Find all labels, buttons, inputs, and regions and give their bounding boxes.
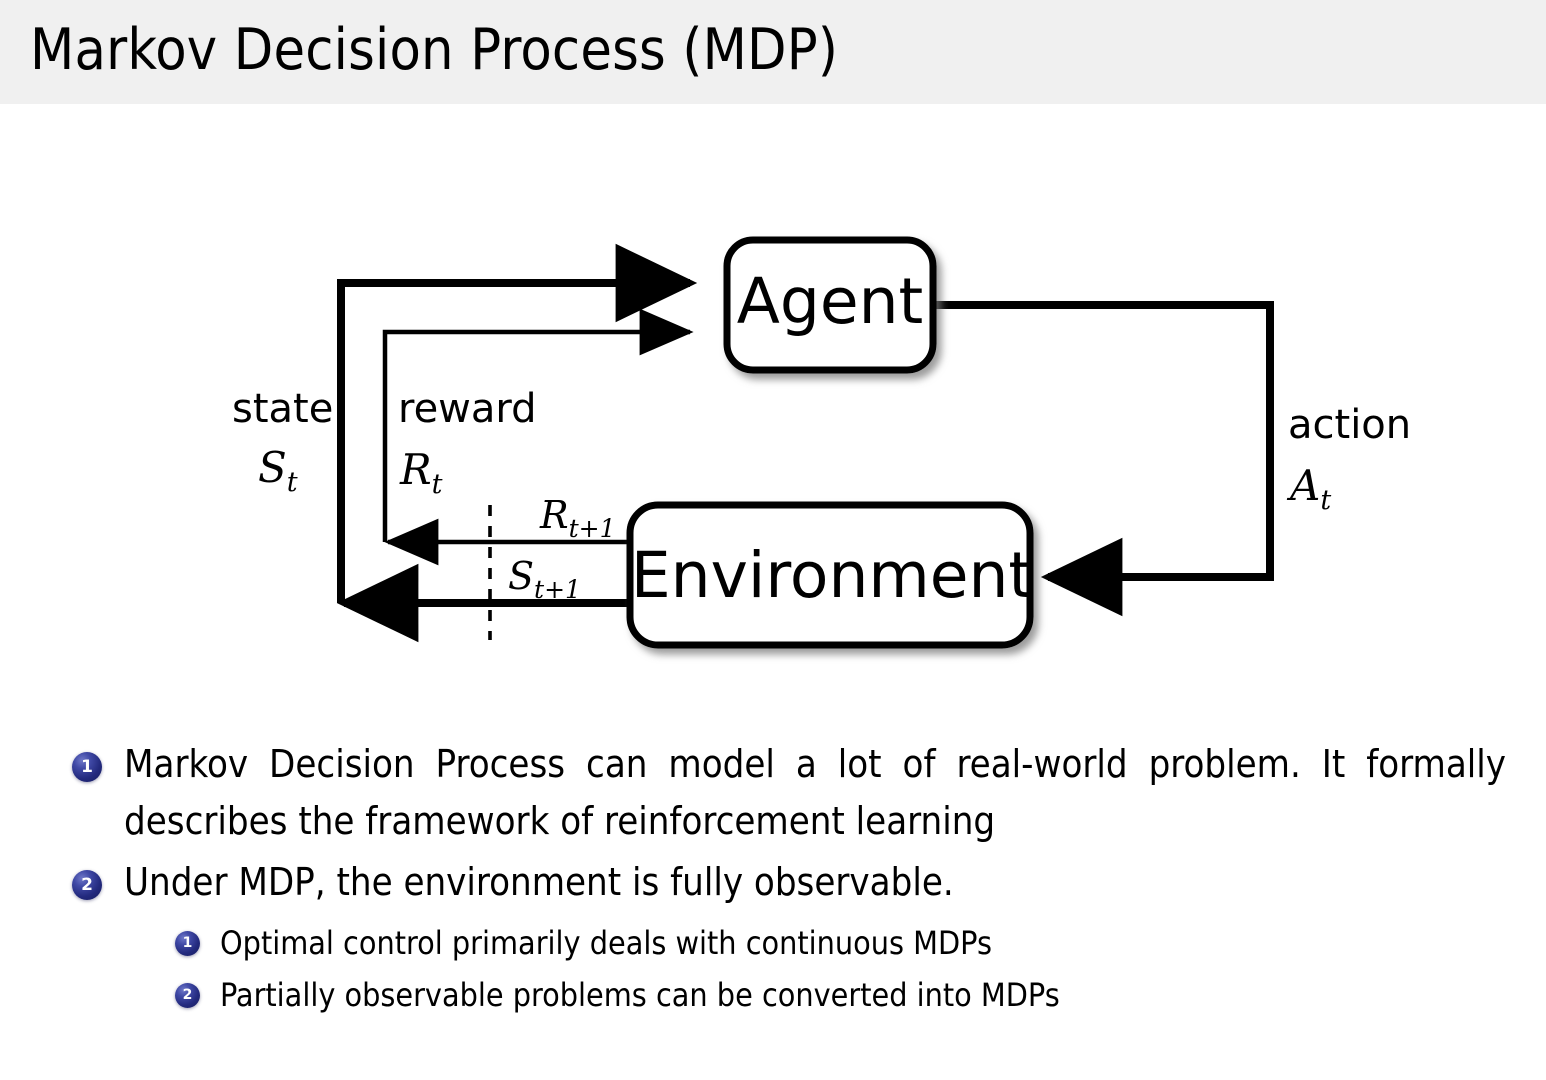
mdp-diagram: Agent Environment state St reward Rt act… (0, 110, 1546, 690)
list-item[interactable]: 2 Under MDP, the environment is fully ob… (72, 854, 1546, 911)
label-action: action At (1286, 402, 1411, 516)
sub-list-item-text: Partially observable problems can be con… (220, 976, 1060, 1014)
action-symbol-label: At (1286, 461, 1331, 516)
bullet-number-badge: 2 (72, 870, 102, 900)
page-title: Markov Decision Process (MDP) (30, 17, 839, 83)
sub-bullet-number-badge: 1 (175, 931, 200, 956)
state-path-to-agent (337, 243, 698, 603)
label-state: state St (232, 386, 333, 498)
list-item-text: Under MDP, the environment is fully obse… (124, 860, 954, 904)
edge-action-loop (932, 301, 1274, 617)
sub-list-item-text: Optimal control primarily deals with con… (220, 924, 992, 962)
action-word-label: action (1288, 402, 1411, 448)
action-path-to-environment (932, 301, 1274, 617)
state-symbol-label: St (258, 443, 298, 498)
environment-node: Environment (626, 501, 1034, 649)
reward-symbol-label: Rt (399, 445, 443, 500)
slide-header-band: Markov Decision Process (MDP) (0, 0, 1546, 104)
agent-environment-loop-svg: Agent Environment state St reward Rt act… (232, 236, 1411, 649)
label-reward: reward Rt (398, 386, 537, 500)
sub-bullet-list: 1 Optimal control primarily deals with c… (0, 917, 1546, 1021)
list-item-text: Markov Decision Process can model a lot … (124, 742, 1506, 843)
reward-next-symbol-label: Rt+1 (539, 493, 616, 543)
reward-word-label: reward (398, 386, 537, 432)
bullet-number-badge: 1 (72, 752, 102, 782)
reward-path-to-agent (382, 308, 694, 542)
sub-list-item[interactable]: 2 Partially observable problems can be c… (175, 969, 1546, 1021)
environment-box (626, 501, 1034, 649)
bullet-list: 1 Markov Decision Process can model a lo… (0, 736, 1546, 1021)
environment-label: Environment (631, 539, 1033, 612)
agent-box (723, 236, 937, 374)
list-item[interactable]: 1 Markov Decision Process can model a lo… (72, 736, 1546, 850)
state-word-label: state (232, 386, 333, 432)
agent-label: Agent (737, 265, 923, 338)
sub-bullet-number-badge: 2 (175, 983, 200, 1008)
agent-node: Agent (723, 236, 937, 374)
state-next-symbol-label: St+1 (508, 554, 581, 604)
sub-list-item[interactable]: 1 Optimal control primarily deals with c… (175, 917, 1546, 969)
